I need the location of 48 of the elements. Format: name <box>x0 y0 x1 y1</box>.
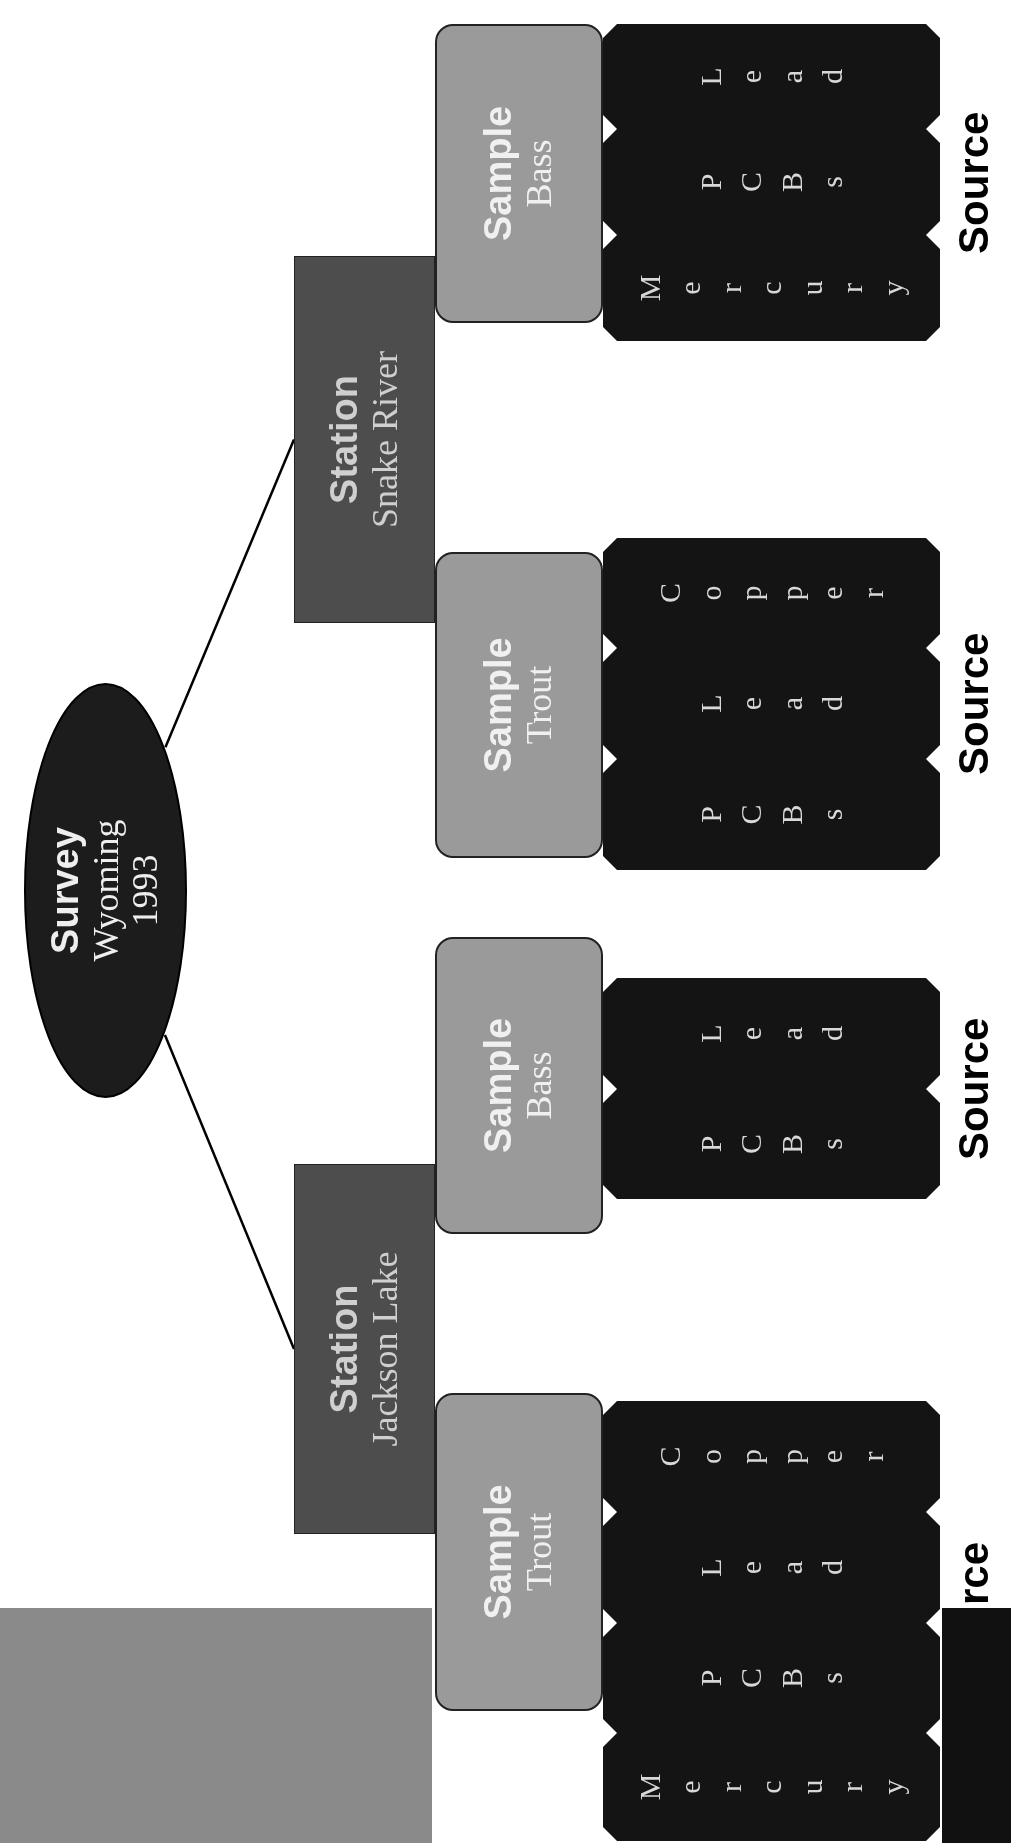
node-heading: Sample <box>478 1484 521 1620</box>
contaminant-name: PCBs <box>692 1115 849 1156</box>
node-heading: Sample <box>478 1017 521 1154</box>
group-label: rce <box>950 1541 998 1605</box>
source-tab <box>603 235 940 341</box>
node-heading: Station <box>323 375 366 504</box>
survey-ellipse <box>23 682 188 1099</box>
contaminant-name: PCBs <box>692 785 849 827</box>
node-text: Bass <box>520 139 560 208</box>
contaminant-name: PCBs <box>692 1649 849 1690</box>
overlay-block <box>942 1608 1011 1843</box>
node-heading: Survey <box>45 827 87 954</box>
node-heading: Sample <box>478 105 521 242</box>
node-text: Trout <box>520 665 560 745</box>
node-text: Snake River <box>365 351 406 528</box>
sample-box <box>435 1393 603 1711</box>
source-tab <box>603 978 940 1089</box>
contaminant-name: Copper <box>652 1427 890 1469</box>
connector-line <box>164 439 296 748</box>
contaminant-name: Lead <box>692 1005 849 1045</box>
station-box <box>294 256 435 623</box>
source-tab <box>603 1733 940 1841</box>
node-heading: Station <box>323 1284 366 1414</box>
source-tab <box>603 1089 940 1199</box>
sample-box <box>435 24 603 323</box>
sample-box <box>435 937 603 1234</box>
group-label: Source <box>950 1017 998 1160</box>
node-text: Wyoming 1993 <box>86 818 166 964</box>
group-label: Source <box>950 111 998 254</box>
sample-box <box>435 552 603 858</box>
contaminant-name: Mercury <box>631 255 910 304</box>
station-box <box>294 1164 435 1534</box>
node-text: Trout <box>520 1512 560 1592</box>
source-tab <box>603 759 940 870</box>
contaminant-name: Lead <box>692 1539 849 1579</box>
node-text: Jackson Lake <box>365 1251 406 1447</box>
contaminant-name: Mercury <box>631 1754 910 1803</box>
node-heading: Sample <box>478 637 521 773</box>
contaminant-name: PCBs <box>692 153 849 194</box>
source-tab <box>603 24 940 129</box>
node-text: Bass <box>520 1051 560 1120</box>
contaminant-name: Copper <box>652 564 890 605</box>
contaminant-name: Lead <box>692 48 849 88</box>
source-tab <box>603 538 940 648</box>
contaminant-name: Lead <box>692 675 849 715</box>
group-label: Source <box>950 632 998 775</box>
source-tab <box>603 1401 940 1512</box>
connector-line <box>163 1034 296 1350</box>
